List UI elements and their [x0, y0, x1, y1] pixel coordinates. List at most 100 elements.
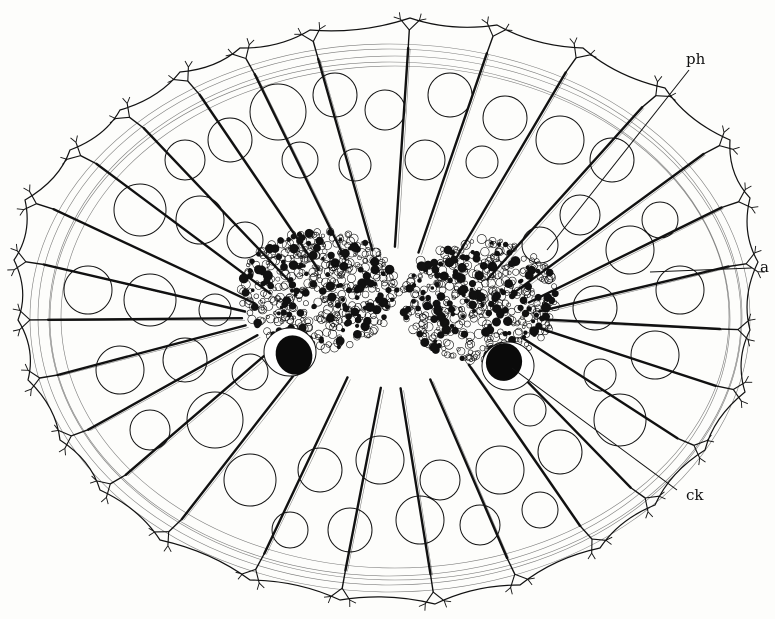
granule [468, 350, 473, 355]
granule [498, 273, 503, 278]
radial-septum-edge [90, 337, 260, 431]
septum-tip [642, 76, 676, 108]
radial-septum [401, 388, 431, 574]
radial-septum-edge [542, 268, 730, 314]
granule [362, 291, 369, 298]
vacuole [187, 392, 243, 448]
vacuole [199, 294, 231, 326]
granule [538, 334, 545, 341]
granule [486, 310, 492, 316]
septum-tip [482, 17, 513, 54]
granule [474, 282, 483, 291]
granule [492, 294, 499, 301]
granule [507, 271, 511, 275]
granule [342, 303, 346, 307]
granule [473, 251, 479, 257]
granule [464, 255, 470, 261]
granule [306, 241, 311, 246]
vacuole [573, 286, 617, 330]
label-a: a [760, 258, 769, 276]
granule [370, 325, 378, 333]
granule [248, 269, 253, 274]
granule [363, 259, 367, 263]
granule [444, 297, 449, 302]
granule [520, 269, 525, 274]
granule [535, 294, 541, 300]
granule [518, 318, 525, 325]
granule [531, 320, 534, 323]
granule [312, 304, 317, 309]
granule [552, 290, 558, 296]
vacuole [420, 460, 460, 500]
radial-septum-edge [540, 329, 718, 387]
granule [437, 293, 445, 301]
granule [417, 331, 423, 337]
granule [496, 279, 504, 287]
granule [518, 305, 524, 311]
vacuole [522, 492, 558, 528]
vacuole [356, 436, 404, 484]
vacuole [313, 73, 357, 117]
granule [268, 254, 272, 258]
septum-tip [722, 183, 759, 214]
granule [508, 308, 515, 315]
granule [464, 281, 468, 285]
granule [527, 323, 532, 328]
septum-tip [17, 185, 54, 216]
radial-septum [48, 318, 242, 320]
granule [385, 305, 389, 309]
granule [481, 303, 485, 307]
vacuole [428, 73, 472, 117]
vacuole [538, 430, 582, 474]
granule [444, 246, 452, 254]
radial-septum [264, 377, 347, 553]
granule [507, 250, 512, 255]
vacuole [476, 446, 524, 494]
radial-septum-edge [490, 108, 644, 281]
granule [321, 344, 330, 353]
label-ck: ck [686, 486, 704, 504]
granule [481, 247, 490, 256]
granule [328, 252, 335, 259]
granule [251, 289, 254, 292]
granule [518, 338, 522, 342]
granule [281, 281, 289, 289]
granule [549, 297, 555, 303]
granule [425, 323, 434, 332]
radial-septum-edge [422, 54, 489, 254]
granule [462, 293, 466, 297]
granule [492, 318, 500, 326]
granule [267, 263, 274, 270]
radial-septum [537, 327, 716, 386]
granule [411, 290, 419, 298]
granule [254, 294, 259, 299]
vacuole [483, 96, 527, 140]
granule [239, 274, 248, 283]
vacuole [656, 266, 704, 314]
vacuole [584, 359, 616, 391]
septum-tip [716, 376, 753, 408]
granule [289, 277, 293, 281]
granule [513, 329, 522, 338]
radial-septum [542, 319, 720, 329]
radial-septum-edge [472, 367, 582, 527]
granule [480, 262, 487, 269]
granule [345, 319, 351, 325]
granule [323, 329, 331, 337]
radial-septum-edge [404, 390, 433, 575]
granule [304, 272, 308, 276]
radial-septum [529, 208, 722, 303]
granule [370, 248, 379, 257]
granule [459, 320, 464, 325]
granule [494, 271, 502, 279]
granule [283, 297, 291, 305]
vacuole [631, 331, 679, 379]
granule [365, 303, 374, 312]
granule [505, 280, 513, 288]
vacuole [272, 512, 308, 548]
granule [477, 234, 486, 243]
granule [457, 348, 461, 352]
vacuole [339, 149, 371, 181]
vacuole [642, 202, 678, 238]
vacuole [130, 410, 170, 450]
